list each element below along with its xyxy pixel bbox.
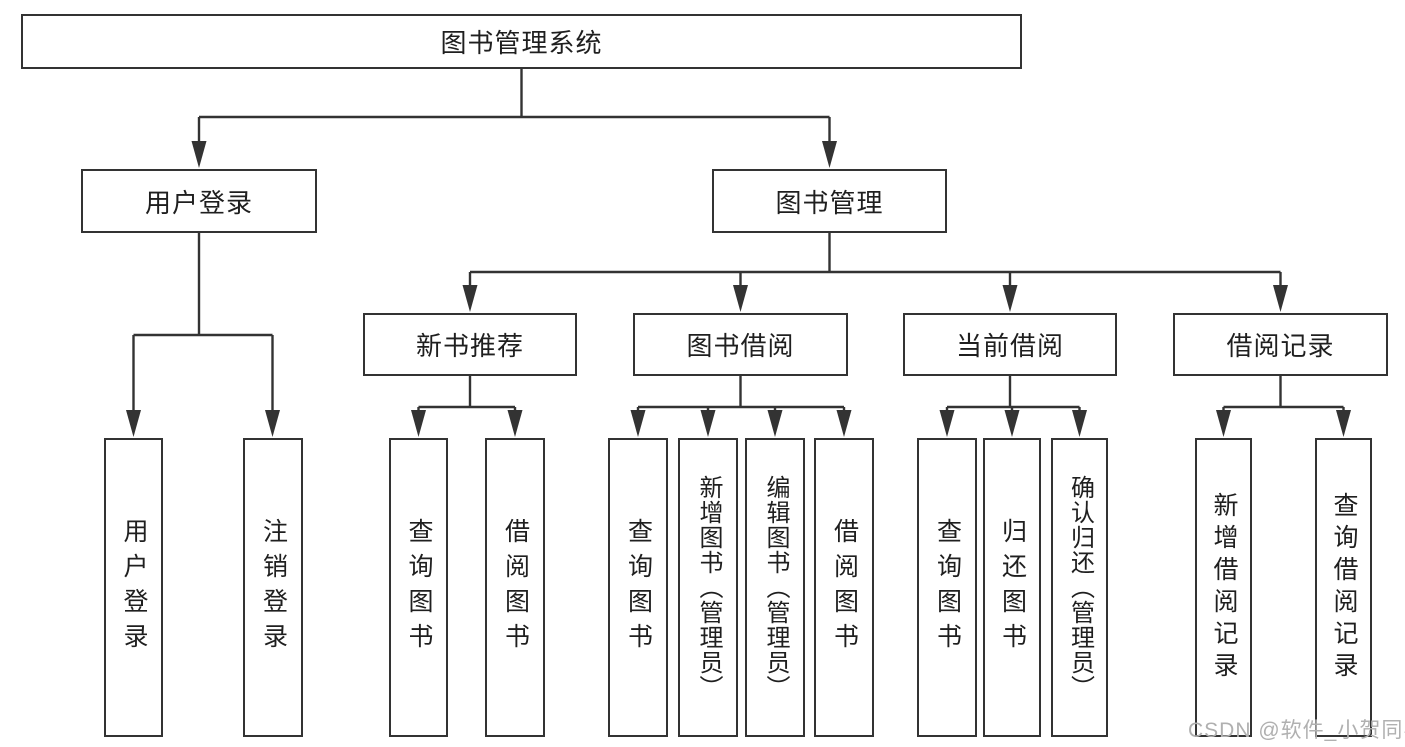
node-current-borrowing: 当前借阅 — [903, 313, 1117, 376]
arrowheads — [126, 141, 1351, 437]
arrow-down-icon — [822, 141, 837, 168]
arrow-down-icon — [191, 141, 207, 168]
arrow-down-icon — [1216, 410, 1231, 437]
node-add-book-admin: 新增图书（管理员） — [678, 438, 738, 737]
connector-elbows — [132, 69, 1345, 416]
arrow-down-icon — [1002, 285, 1018, 312]
node-logout: 注销登录 — [243, 438, 303, 737]
node-return-book: 归还图书 — [983, 438, 1041, 737]
arrow-down-icon — [836, 410, 852, 437]
node-borrow-book-recommend: 借阅图书 — [485, 438, 545, 737]
node-new-book-recommendation: 新书推荐 — [363, 313, 577, 376]
arrow-down-icon — [939, 410, 955, 437]
arrow-down-icon — [733, 285, 748, 312]
arrow-down-icon — [507, 410, 523, 437]
arrow-down-icon — [1072, 410, 1087, 437]
node-user-login-module: 用户登录 — [81, 169, 317, 233]
arrow-down-icon — [1273, 285, 1288, 312]
node-borrowing-records: 借阅记录 — [1173, 313, 1388, 376]
node-book-borrowing: 图书借阅 — [633, 313, 848, 376]
arrow-down-icon — [126, 410, 141, 437]
arrow-down-icon — [462, 285, 478, 312]
node-user-login: 用户登录 — [104, 438, 163, 737]
node-book-management-module: 图书管理 — [712, 169, 947, 233]
arrow-down-icon — [767, 410, 783, 437]
arrow-down-icon — [1336, 410, 1351, 437]
csdn-watermark: CSDN @软件_小贺同学 — [1188, 719, 1405, 742]
node-library-management-system: 图书管理系统 — [21, 14, 1022, 69]
node-edit-book-admin: 编辑图书（管理员） — [745, 438, 805, 737]
node-add-borrow-record: 新增借阅记录 — [1195, 438, 1252, 737]
node-query-book-recommend: 查询图书 — [389, 438, 448, 737]
node-confirm-return-admin: 确认归还（管理员） — [1051, 438, 1108, 737]
arrow-down-icon — [630, 410, 646, 437]
node-borrow-book: 借阅图书 — [814, 438, 874, 737]
arrow-down-icon — [700, 410, 716, 437]
node-query-borrow-record: 查询借阅记录 — [1315, 438, 1372, 737]
arrow-down-icon — [265, 410, 280, 437]
arrow-down-icon — [411, 410, 426, 437]
node-query-book-borrowing: 查询图书 — [608, 438, 668, 737]
arrow-down-icon — [1004, 410, 1020, 437]
node-query-book-current: 查询图书 — [917, 438, 977, 737]
